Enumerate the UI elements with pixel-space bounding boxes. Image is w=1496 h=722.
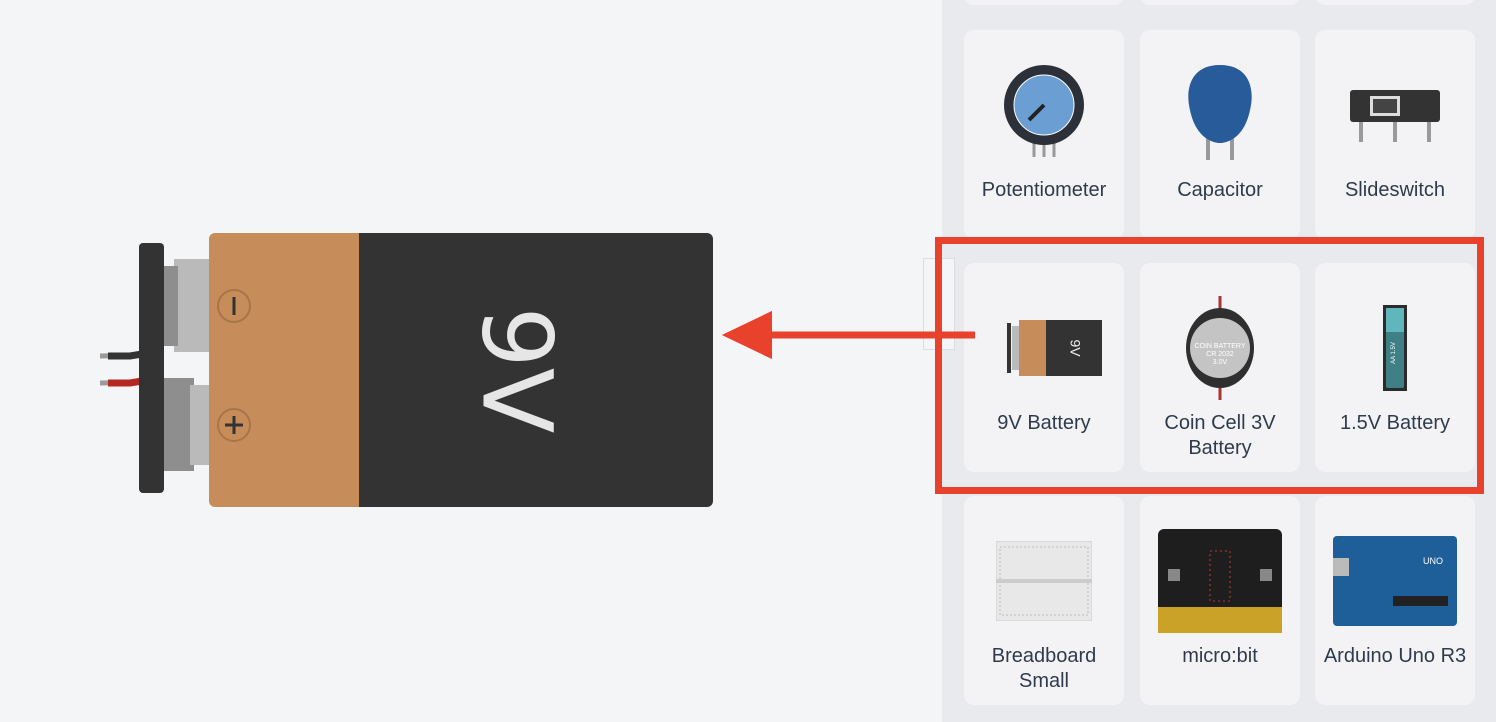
black-wire [99, 350, 143, 360]
red-wire [99, 377, 143, 387]
component-microbit[interactable]: micro:bit [1140, 496, 1300, 705]
component-label: 9V Battery [997, 412, 1091, 434]
component-label: Capacitor [1177, 179, 1263, 201]
component-1-5v-battery[interactable]: AA 1.5V 1.5V Battery [1315, 263, 1475, 472]
battery-9v-icon: 9V [1007, 320, 1102, 376]
component-9v-battery[interactable]: 9V 9V Battery [964, 263, 1124, 472]
icon-text: UNO [1423, 556, 1443, 566]
battery-9v-component[interactable]: 9V [0, 0, 942, 722]
component-card-partial[interactable] [964, 0, 1124, 5]
component-breadboard-small[interactable]: Breadboard Small [964, 496, 1124, 705]
component-card-partial[interactable] [1140, 0, 1300, 5]
arduino-icon: UNO [1333, 536, 1457, 626]
component-label: 1.5V Battery [1339, 412, 1451, 434]
plus-terminal-icon [217, 408, 251, 442]
component-potentiometer[interactable]: Potentiometer [964, 30, 1124, 239]
component-arduino-uno[interactable]: UNO Arduino Uno R3 [1315, 496, 1475, 705]
breadboard-icon [996, 541, 1092, 621]
capacitor-icon [1188, 65, 1252, 160]
component-label: Arduino Uno R3 [1323, 645, 1467, 667]
component-card-partial[interactable] [1315, 0, 1475, 5]
circuit-canvas[interactable]: 9V [0, 0, 942, 722]
component-slideswitch[interactable]: Slideswitch [1315, 30, 1475, 239]
minus-terminal-icon [217, 289, 251, 323]
component-label: Slideswitch [1344, 179, 1446, 201]
components-panel[interactable]: Potentiometer Capacitor Slideswitch 9V 9… [942, 0, 1496, 722]
icon-text: 9V [1067, 339, 1083, 357]
component-label: micro:bit [1182, 645, 1258, 667]
component-label: Coin Cell 3V Battery [1164, 412, 1276, 459]
aa-battery-icon: AA 1.5V [1383, 305, 1407, 391]
slideswitch-icon [1350, 90, 1440, 142]
component-capacitor[interactable]: Capacitor [1140, 30, 1300, 239]
panel-collapse-handle[interactable] [923, 258, 955, 350]
battery-voltage-label: 9V [461, 307, 573, 434]
microbit-icon [1158, 529, 1282, 633]
component-label: Potentiometer [981, 179, 1107, 201]
potentiometer-icon [1004, 65, 1084, 157]
icon-text: AA 1.5V [1391, 342, 1397, 364]
icon-text: COIN BATTERY [1194, 343, 1245, 350]
icon-text: CR 2032 [1206, 351, 1234, 358]
icon-text: 3.0V [1213, 359, 1228, 366]
drag-arrow [722, 311, 942, 359]
component-label: Breadboard Small [991, 645, 1097, 692]
